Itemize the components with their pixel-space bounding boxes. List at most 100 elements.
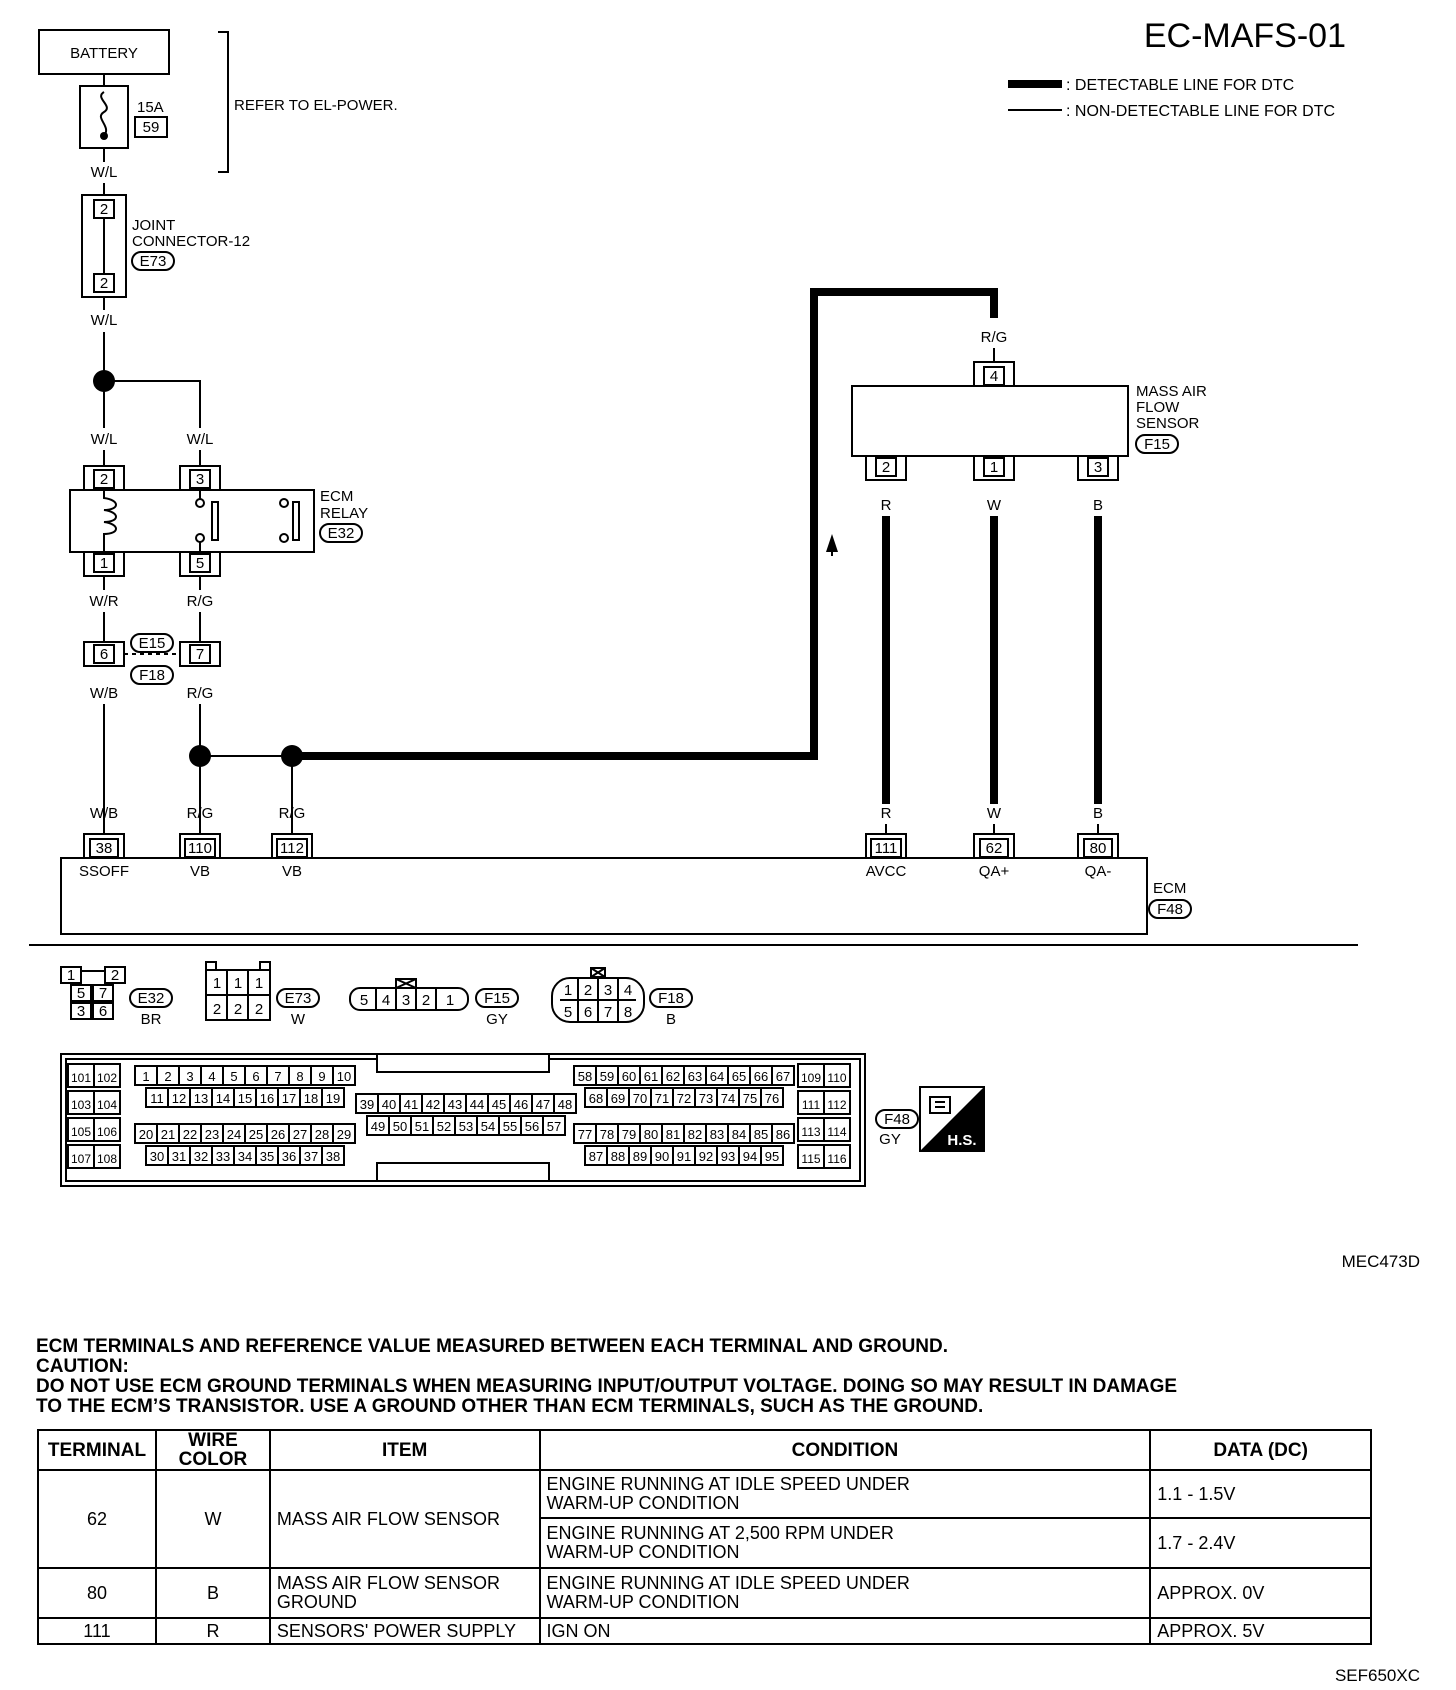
maf-pin: 1 [990,459,998,476]
f48-pin: 27 [293,1127,307,1142]
conn-pin: 8 [624,1004,632,1021]
connector-e32: 1 2 5 7 3 6 E32 BR [60,966,173,1028]
f48-pin: 85 [754,1127,768,1142]
note-line: DO NOT USE ECM GROUND TERMINALS WHEN MEA… [36,1376,1178,1397]
f48-pin-cell [760,1145,784,1166]
inline-pin-right: 7 [196,646,204,663]
f48-pin-cell [321,1087,345,1108]
ecm-terminal-label: VB [282,863,302,880]
f48-pin: 54 [481,1119,495,1134]
cell-data: APPROX. 5V [1149,1617,1372,1645]
ecm-name: ECM [1153,880,1186,897]
f48-pin: 115 [801,1152,820,1166]
relay-code: E32 [328,525,355,542]
f48-pin: 55 [503,1119,517,1134]
item-line: GROUND [276,1592,357,1612]
f48-pin: 28 [315,1127,329,1142]
f48-pin-cell [553,1093,577,1114]
connector-e73: 1 1 1 2 2 2 E73 W [205,961,320,1028]
conn-pin: 1 [255,975,263,992]
f48-pin: 41 [404,1097,418,1112]
f48-pin-cell [823,1090,851,1115]
f48-pin: 5 [230,1069,237,1084]
f48-pin: 17 [282,1091,296,1106]
f48-pin: 26 [271,1127,285,1142]
conn-color: B [666,1011,676,1028]
f48-pin: 25 [249,1127,263,1142]
f48-pin: 71 [655,1091,669,1106]
legend-non-detectable: : NON-DETECTABLE LINE FOR DTC [1066,103,1335,120]
col-item: ITEM [268,1429,541,1471]
f48-pin: 50 [393,1119,407,1134]
f48-pin: 116 [827,1152,846,1166]
conn-code: E32 [138,990,165,1007]
cond-line: WARM-UP CONDITION [546,1493,740,1513]
conn-pin: 5 [360,992,368,1009]
f48-pin-cell [760,1087,784,1108]
f48-pin: 75 [743,1091,757,1106]
relay-pin: 2 [100,471,108,488]
f48-pin-cell [823,1063,851,1088]
ecm-terminal-label: SSOFF [79,863,129,880]
f48-pin: 19 [326,1091,340,1106]
f48-pin: 94 [743,1149,757,1164]
conn-pin: 6 [99,1003,107,1020]
maf-pin: 2 [882,459,890,476]
f48-pin: 84 [732,1127,746,1142]
f48-pin: 52 [437,1119,451,1134]
f48-pin-cell [771,1123,795,1144]
conn-pin: 2 [422,992,430,1009]
f48-pin: 13 [194,1091,208,1106]
f48-pin: 46 [514,1097,528,1112]
conn-pin: 5 [564,1004,572,1021]
f48-pin: 3 [186,1069,193,1084]
conn-pin: 2 [111,967,119,984]
ecm-terminal-label: VB [190,863,210,880]
wire-color-label: R/G [187,593,214,610]
legend-detectable: : DETECTABLE LINE FOR DTC [1066,77,1294,94]
f48-pin-cell [823,1144,851,1169]
col-wire-color: WIRE COLOR [154,1429,271,1471]
ecm-terminal-label: QA- [1085,863,1112,880]
relay-pin: 3 [196,471,204,488]
figure-code: MEC473D [1342,1252,1420,1271]
f48-pin: 39 [360,1097,374,1112]
conn-pin: 1 [234,975,242,992]
f48-pin: 61 [644,1069,658,1084]
inline-code-top: E15 [139,635,166,652]
table-row: 62 W MASS AIR FLOW SENSOR ENGINE RUNNING… [37,1469,1372,1569]
mass-air-flow-sensor [851,385,1129,457]
f48-pin: 111 [802,1098,821,1112]
caution-heading: CAUTION: [36,1356,129,1377]
f48-pin: 59 [600,1069,614,1084]
f48-pin: 82 [688,1127,702,1142]
relay-pin: 1 [100,555,108,572]
cell-item: SENSORS' POWER SUPPLY [268,1617,541,1645]
f48-pin: 22 [183,1127,197,1142]
maf-code: F15 [1144,436,1170,453]
conn-code: F48 [884,1111,910,1128]
f48-pin: 4 [208,1069,215,1084]
f48-pin: 73 [699,1091,713,1106]
f48-pin: 37 [304,1149,318,1164]
col-terminal: TERMINAL [37,1429,157,1471]
f48-pin: 79 [622,1127,636,1142]
wire-color-label: W/L [91,312,118,329]
f48-pin: 47 [536,1097,550,1112]
conn-pin: 2 [584,982,592,999]
cell-terminal: 80 [37,1567,157,1619]
wire-color-label: R/G [187,685,214,702]
f48-pin: 20 [139,1127,153,1142]
cond-line: ENGINE RUNNING AT 2,500 RPM UNDER [546,1523,894,1543]
ecm-terminals: 38 SSOFF 110 VB 112 VB 111 AVCC 62 QA+ 8… [79,833,1119,880]
f48-pin: 60 [622,1069,636,1084]
f48-pin-cell [771,1065,795,1086]
f48-pin: 15 [238,1091,252,1106]
f48-pin: 56 [525,1119,539,1134]
cond-line: ENGINE RUNNING AT IDLE SPEED UNDER [546,1573,910,1593]
f48-pin: 106 [97,1125,117,1139]
